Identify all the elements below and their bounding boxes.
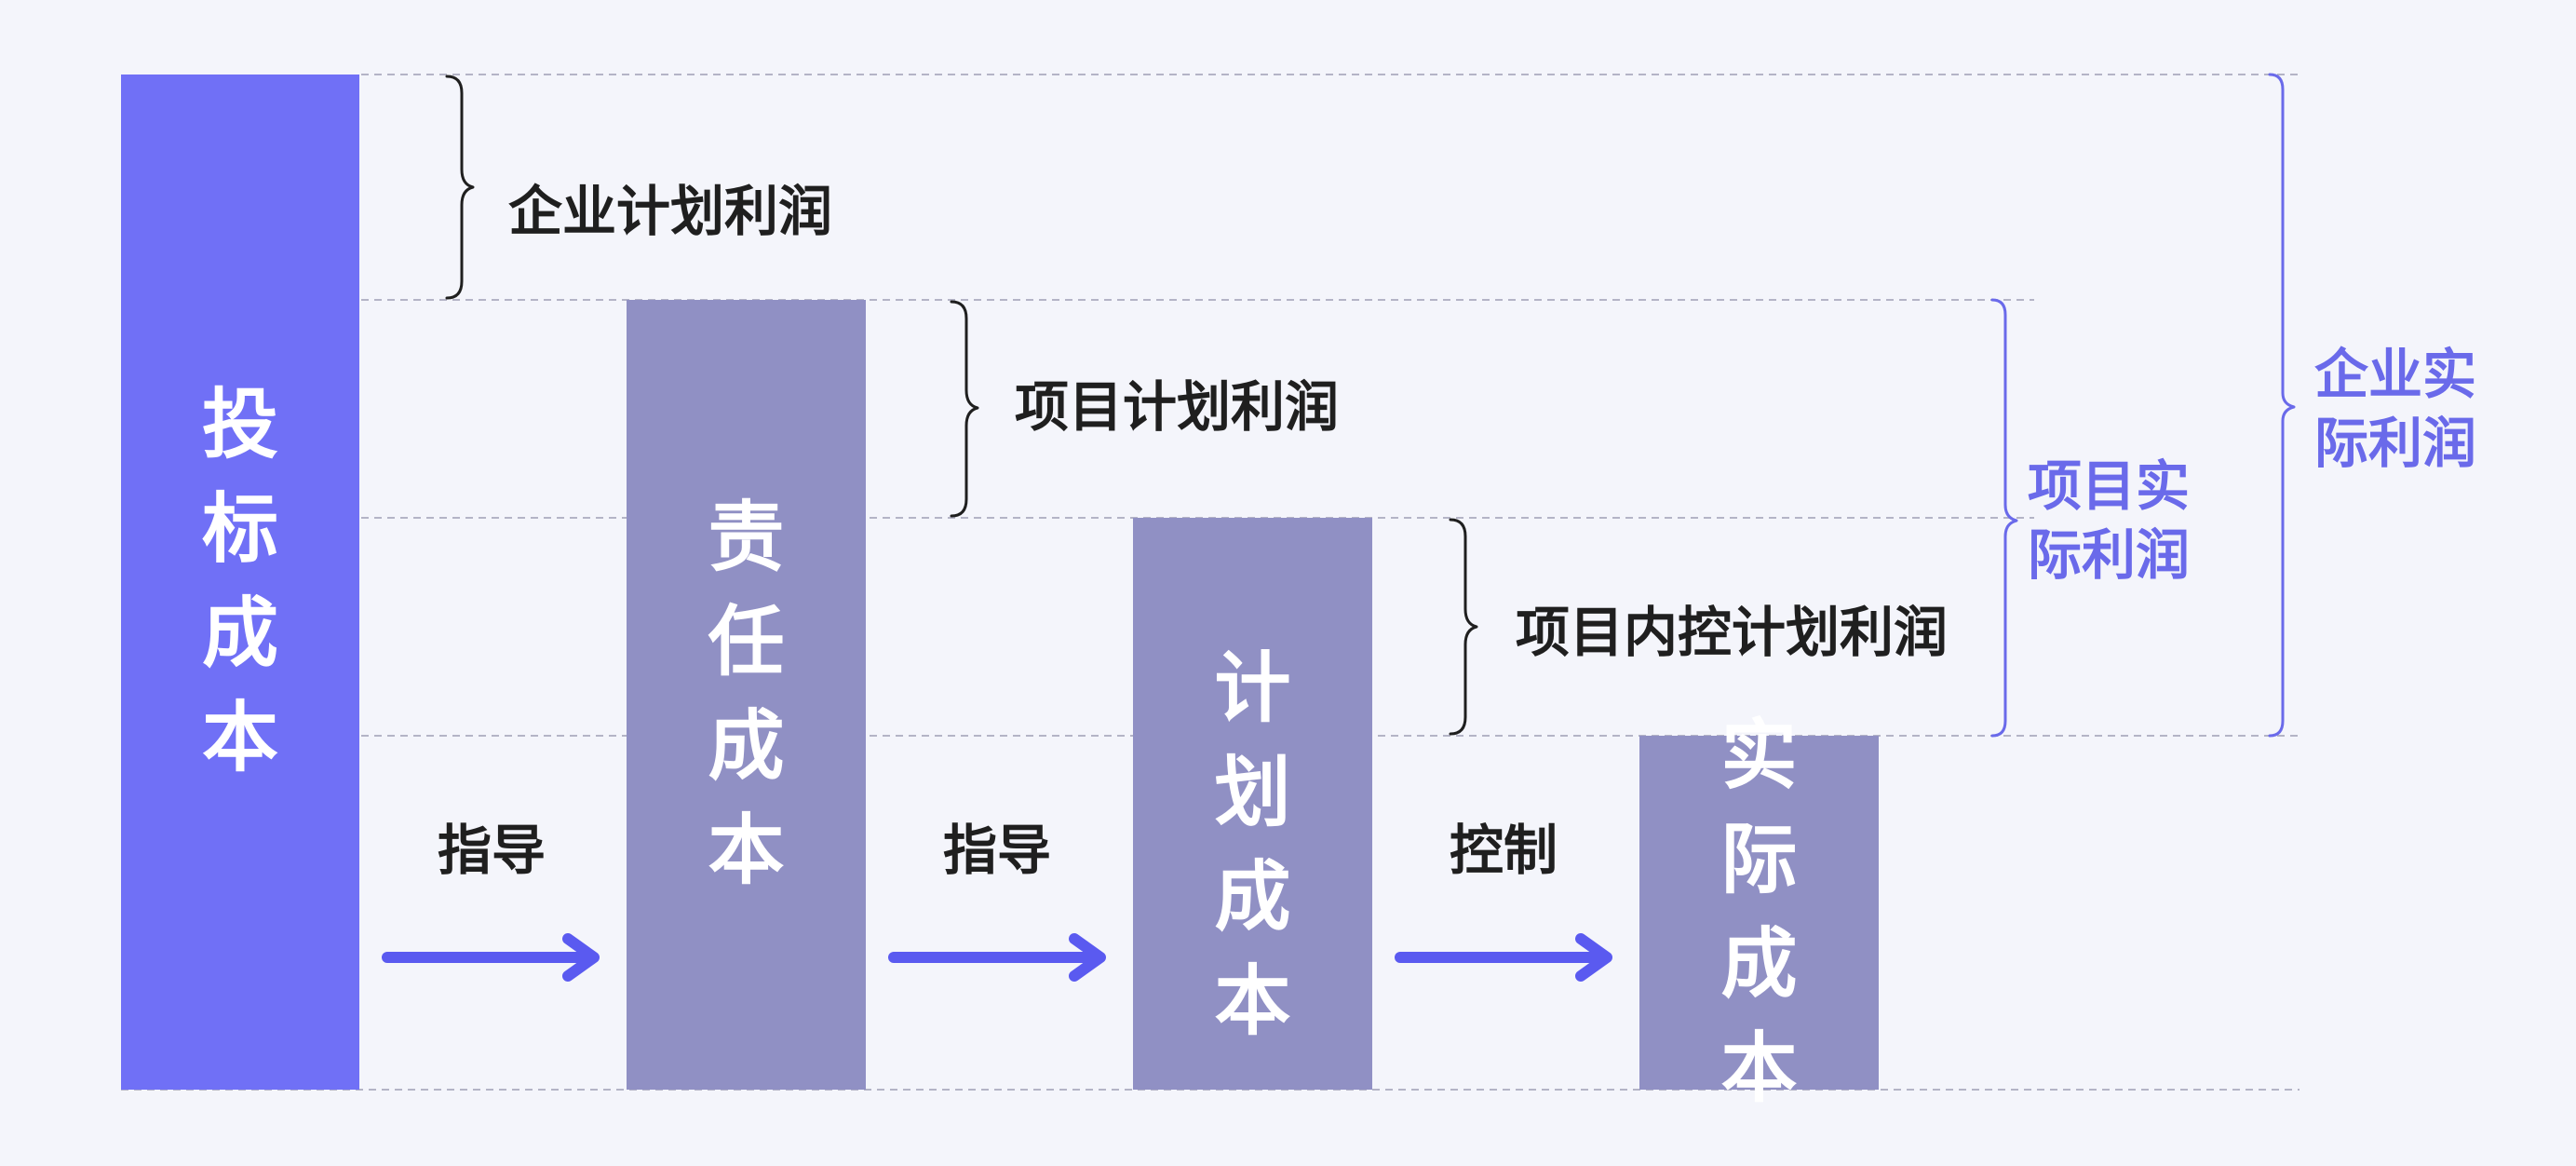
bid-cost-box: 投标成本 [121, 75, 359, 1090]
enterprise-actual-profit-line-1: 企业实 [2314, 343, 2477, 406]
guide-label-2: 指导 [943, 819, 1052, 882]
arrow-3-head [1575, 933, 1612, 982]
guide-label-1: 指导 [438, 819, 546, 882]
brace-enterprise-plan-profit [445, 75, 475, 300]
enterprise-actual-profit-line-2: 际利润 [2314, 412, 2477, 475]
enterprise-plan-profit-label: 企业计划利润 [508, 180, 833, 243]
brace-project-internal-control-plan-profit [1449, 518, 1478, 736]
arrow-1-head [562, 933, 600, 982]
brace-enterprise-actual-profit [2268, 73, 2296, 738]
enterprise-actual-profit-label: 企业实 际利润 [2314, 340, 2476, 478]
project-internal-control-plan-profit-label: 项目内控计划利润 [1516, 601, 1949, 664]
brace-project-actual-profit [1990, 298, 2018, 738]
control-label: 控制 [1450, 819, 1558, 882]
project-actual-profit-line-2: 际利润 [2028, 523, 2191, 587]
responsibility-cost-label: 责任成本 [708, 494, 785, 895]
bid-cost-label: 投标成本 [201, 381, 278, 782]
actual-cost-box: 实际成本 [1639, 712, 1879, 1113]
project-actual-profit-label: 项目实 际利润 [2028, 452, 2190, 590]
arrow-2-head [1069, 933, 1106, 982]
responsibility-cost-box: 责任成本 [627, 300, 866, 1090]
planned-cost-label: 计划成本 [1214, 644, 1291, 1046]
project-plan-profit-label: 项目计划利润 [1015, 375, 1340, 439]
project-actual-profit-line-1: 项目实 [2028, 454, 2191, 518]
brace-project-plan-profit [950, 300, 979, 518]
actual-cost-label: 实际成本 [1720, 712, 1798, 1113]
planned-cost-box: 计划成本 [1133, 518, 1372, 1090]
